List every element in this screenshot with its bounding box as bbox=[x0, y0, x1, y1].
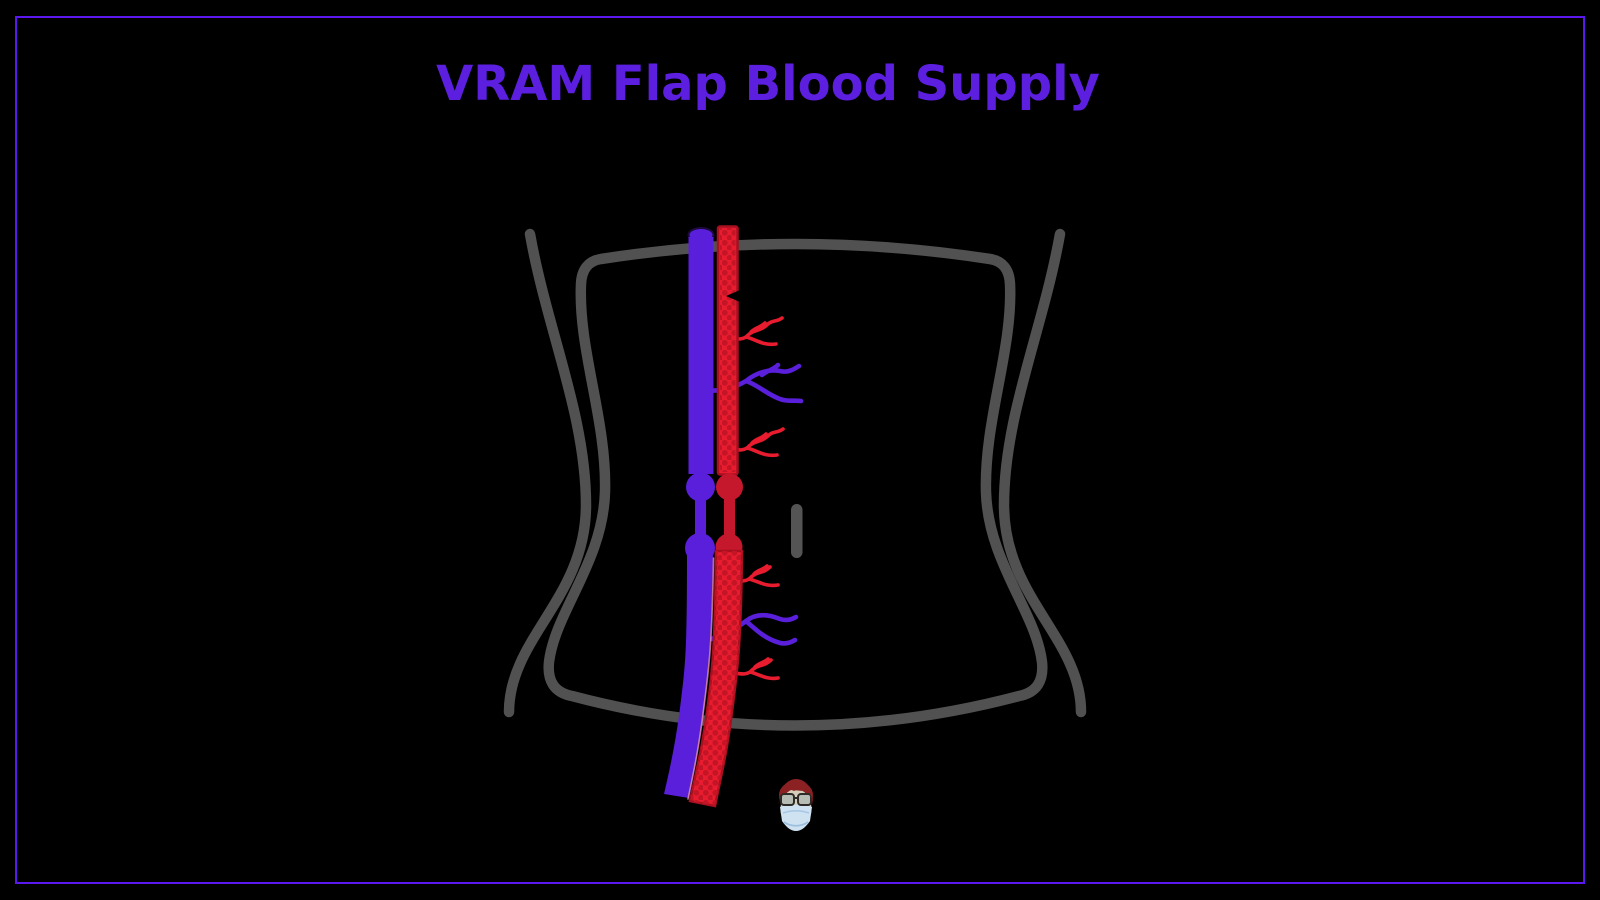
perforator-branches bbox=[703, 316, 804, 681]
epigastric-vein bbox=[664, 227, 715, 798]
torso-outline bbox=[503, 228, 1087, 731]
artery-lower-trunk-texture bbox=[690, 551, 742, 806]
artery-connector bbox=[724, 487, 735, 547]
surgeon-mask-fold bbox=[782, 809, 810, 814]
abdomen-outline bbox=[543, 238, 1048, 731]
vein-connector bbox=[695, 487, 706, 547]
surgeon-glasses bbox=[780, 793, 812, 806]
flank-line-left bbox=[503, 228, 592, 718]
artery-upper-trunk-texture bbox=[720, 228, 736, 472]
page-title: VRAM Flap Blood Supply bbox=[436, 56, 1100, 112]
artery-lower-trunk-highlight bbox=[687, 557, 715, 800]
flank-line-right bbox=[998, 228, 1087, 718]
surgeon-hair-front bbox=[778, 779, 814, 805]
surgeon-mask-shadow bbox=[783, 821, 809, 827]
umbilicus bbox=[791, 504, 803, 558]
surgeon-mask bbox=[780, 804, 812, 831]
left-arrowhead-icon bbox=[726, 286, 748, 306]
surgeon-face-icon bbox=[778, 779, 814, 831]
vein-lower-trunk bbox=[664, 552, 713, 798]
vein-upper-trunk bbox=[688, 237, 714, 474]
epigastric-artery bbox=[687, 225, 744, 808]
